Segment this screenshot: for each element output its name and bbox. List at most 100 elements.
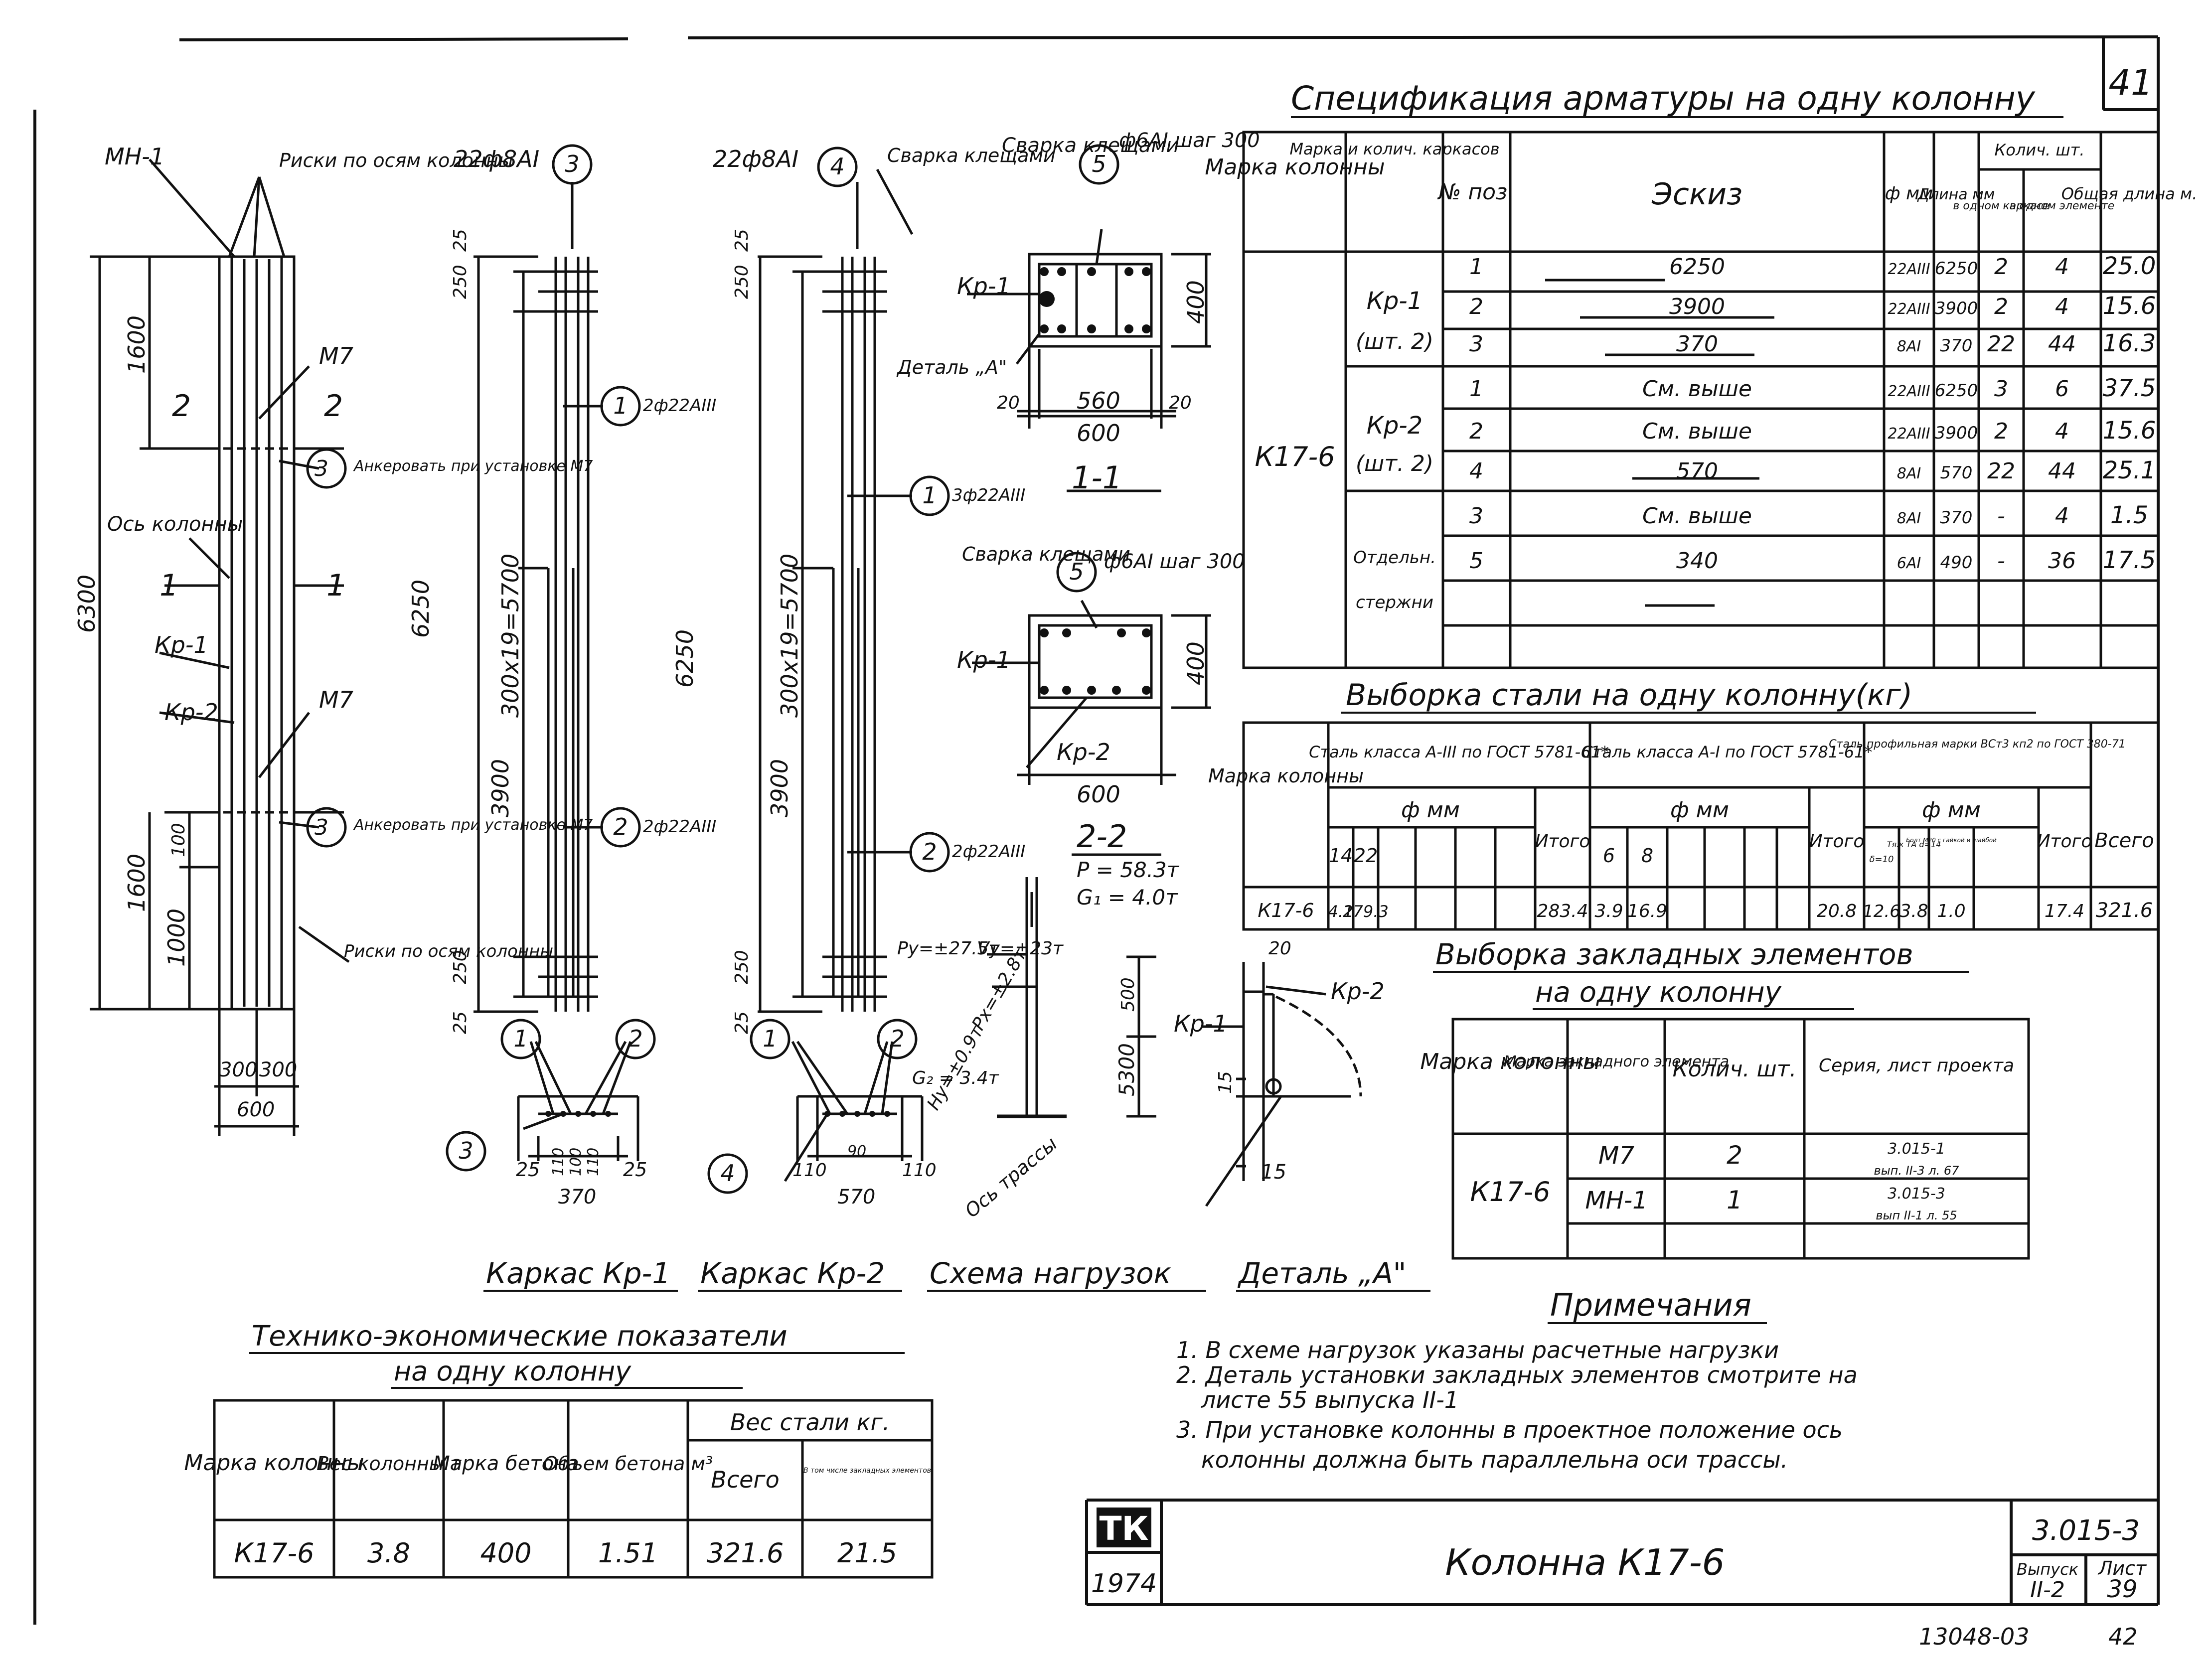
sec11-d20a: 20 [997,393,1020,413]
section-2-left: 2 [172,389,191,424]
stamp-page: 42 [2108,1623,2138,1650]
emb-h-elem: Марка закладного элемента [1504,1053,1729,1070]
stamp-inv: 13048-03 [1919,1623,2029,1650]
spec-cell: 15.6 [2103,417,2156,445]
emb-cell: вып II-1 л. 55 [1876,1209,1957,1222]
spec-col-mark: К17-6 [1255,441,1335,472]
kr2-mark-1: 1 [922,482,937,509]
m7-label-1: М7 [319,342,353,369]
tech-cell: 1.51 [598,1537,658,1569]
steel-d14: 14 [1329,845,1353,867]
spec-cell: 22АIII [1888,383,1930,400]
load-scheme: Р = 58.3т G₁ = 4.0т Рy=±27.5т Vy=±23т Hy… [897,858,1180,1222]
sec22-kr2: Кр-2 [1057,739,1110,765]
spec-h-pos: № поз. [1437,179,1515,205]
install-note-1: Анкеровать при установке М7 [353,457,593,475]
scheme-axis: Ось трассы [961,1133,1062,1222]
steel-cell: 279.3 [1343,902,1389,921]
kr1-dim-3900: 3900 [487,759,514,817]
steel-cell: 16.9 [1627,901,1667,921]
steel-cell: 20.8 [1817,901,1857,921]
steel-h-prof: Сталь профильная марки ВСт3 кп2 по ГОСТ … [1829,738,2125,751]
emb-col-mark: К17-6 [1470,1176,1551,1208]
sec22-mark-5: 5 [1069,558,1084,585]
steel-h-d1: ф мм [1401,797,1460,823]
notes-title: Примечания [1550,1287,1751,1323]
emb-title2: на одну колонну [1535,976,1782,1009]
detail-kr1: Кр-1 [1174,1010,1228,1037]
steel-cell: 3.9 [1594,901,1623,921]
spec-cell: 570 [1940,463,1973,483]
tech-h-weight: Вес колонны т [316,1453,462,1475]
kr2-bars-1: 3ф22АIII [952,485,1025,505]
mh1-label: МН-1 [105,143,164,170]
kr2-dim-25: 25 [732,229,752,252]
scheme-py: Рy=±27.5т [897,938,999,959]
tech-h-embedded: В том числе закладных элементов [803,1467,931,1475]
kr1-mark-2: 2 [613,813,628,840]
spec-group-kr2-n: (шт. 2) [1356,451,1433,476]
kr2-dim-250-bottom: 250 [732,950,752,984]
column-marks-note: Риски по осям колонны [344,941,553,961]
tech-title2: на одну колонну [394,1356,632,1387]
emb-h-qty: Колич. шт. [1673,1057,1797,1082]
title-block: ТК 1974 Колонна К17-6 3.015-3 Выпуск II-… [1085,1499,2158,1650]
scheme-g1: G₁ = 4.0т [1077,885,1178,909]
spec-cell: 1 [1469,376,1483,402]
spec-cell: 3900 [1935,299,1978,318]
sec11-d560: 560 [1077,387,1120,414]
kr2-dim-25-bottom: 25 [732,1011,752,1034]
sec11-d20b: 20 [1169,393,1192,413]
spec-cell: 4 [2055,254,2069,280]
spec-cell: 25.1 [2103,456,2156,484]
spec-cell: 22АIII [1888,261,1930,278]
spec-h-sketch: Эскиз [1651,177,1742,212]
spec-cell: См. выше [1642,376,1752,402]
spec-cell: 37.5 [2103,374,2156,402]
kr1-mark-1: 1 [613,392,628,419]
steel-cell: 3.8 [1899,901,1928,921]
kr2-bars-2: 2ф22АIII [952,842,1025,862]
scheme-h500: 500 [1118,977,1138,1012]
sec22-stirrup-note: ф6АI шаг 300 [1104,550,1245,573]
tech-h-mark: Марка колонны [184,1450,364,1476]
spec-cell: См. выше [1642,419,1752,444]
kr2-mark-4: 4 [830,153,844,180]
sec11-kr1: Кр-1 [957,273,1011,300]
spec-cell: 22 [1987,458,2015,484]
spec-group-kr1-n: (шт. 2) [1356,329,1433,354]
spec-cell: 3900 [1669,294,1725,319]
kr2-w-570: 570 [837,1186,875,1209]
kr1-dim-6250: 6250 [407,580,434,638]
spec-cell: 44 [2048,458,2076,484]
spec-h-cages: Марка и колич. каркасов [1289,140,1499,158]
spec-cell: 4 [2055,294,2069,319]
kr1-w-100: 100 [567,1148,585,1176]
steel-dp3: Болт М20 с гайкой и шайбой [1906,837,1997,844]
kr1-w-25a: 25 [516,1159,540,1181]
steel-cell: 12.6 [1863,902,1900,921]
dim-1600-top: 1600 [123,315,150,374]
spec-h-total: Общая длина м. [2061,184,2197,203]
drawing-captions: Каркас Кр-1 Каркас Кр-2 Схема нагрузок Д… [483,1256,1430,1292]
steel-h-a1: Сталь класса А-I по ГОСТ 5781-61* [1582,743,1873,761]
sec11-stirrup-note: ф6АI шаг 300 [1119,129,1260,152]
steel-h-itogo2: Итого [1809,831,1865,852]
tech-title1: Технико-экономические показатели [252,1320,788,1353]
steel-dp2: Тяж ТА d=14 [1887,840,1941,849]
spec-group-sep: Отдельн. [1353,548,1436,568]
steel-d22: 22 [1354,845,1378,867]
spec-cell: 22АIII [1888,425,1930,443]
svg-text:3: 3 [315,456,328,481]
note-3b: колонны должна быть параллельна оси трас… [1201,1446,1788,1473]
sec11-h400: 400 [1182,280,1209,324]
section-1-1: Сварка клещами ф6АI шаг 300 5 Кр-1 Детал… [896,129,1260,496]
emb-cell: вып. II-3 л. 67 [1874,1164,1960,1178]
dim-6300: 6300 [73,575,100,633]
spec-cell: 2 [1469,419,1483,444]
spec-cell: 370 [1940,336,1973,356]
emb-h-col: Марка колонны [1420,1049,1600,1074]
section-1-right: 1 [326,568,345,603]
